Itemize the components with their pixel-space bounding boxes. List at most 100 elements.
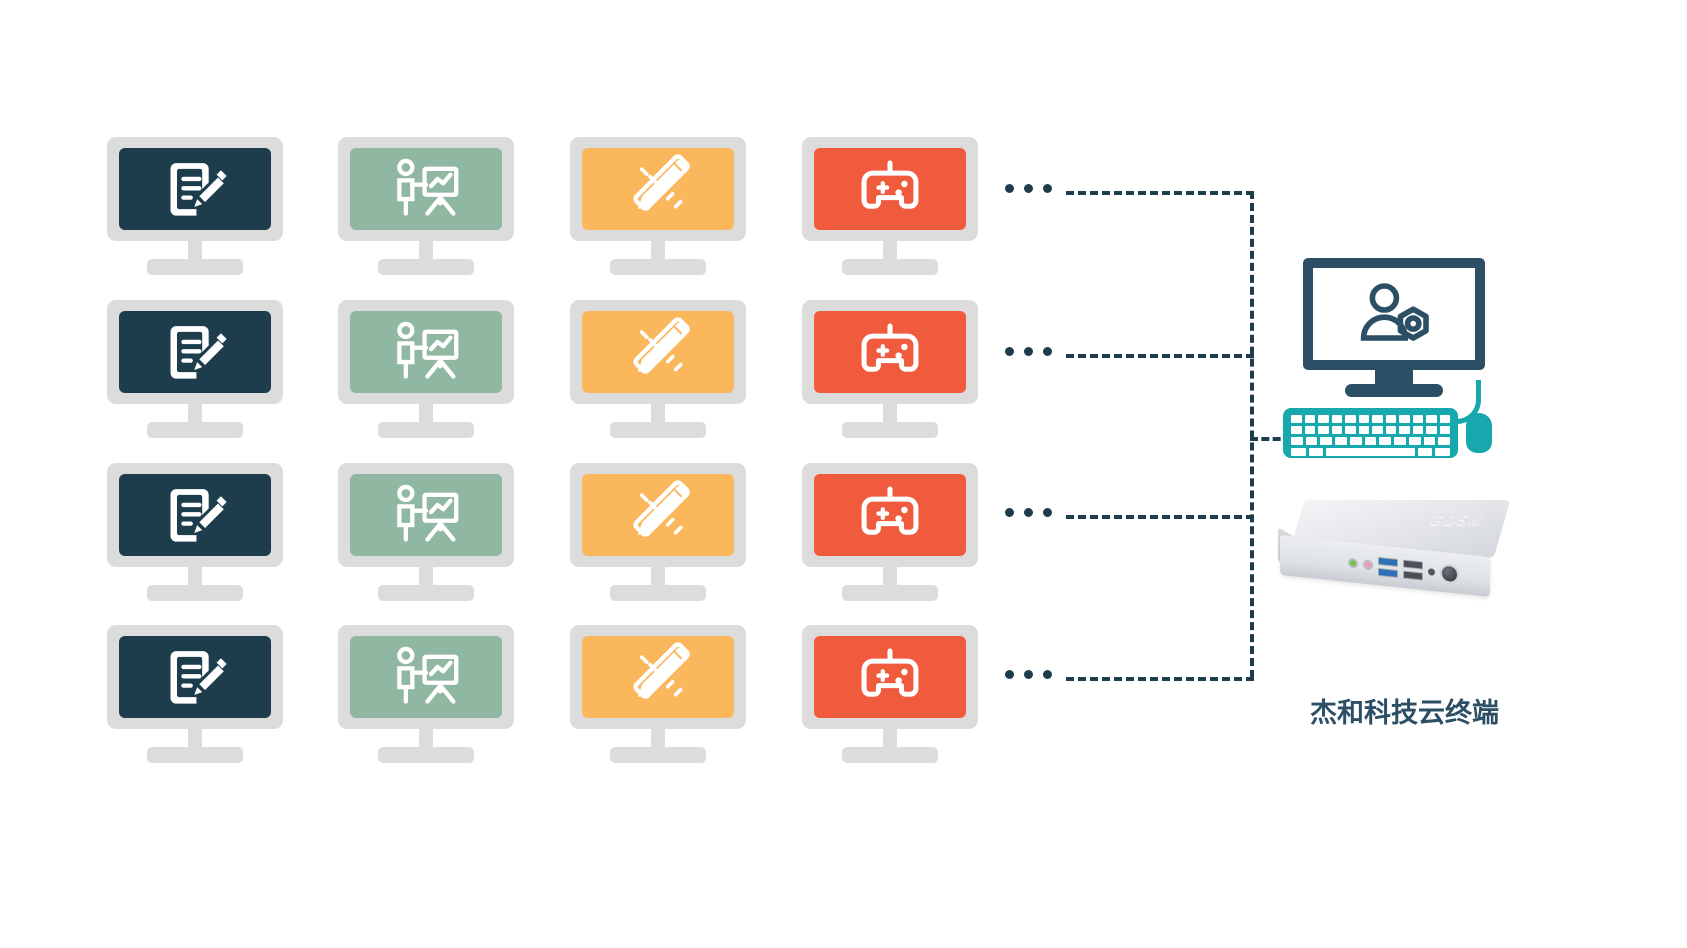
microphone-jack-icon[interactable] [1363,559,1373,571]
ellipsis-dot [1024,508,1033,517]
connector-branch-1 [1066,191,1254,195]
connector-branch-3 [1066,515,1254,519]
workstation-documents-r2[interactable] [107,300,283,438]
row-ellipsis-1 [1005,184,1052,193]
workstation-gaming-r1[interactable] [802,137,978,275]
workstation-training-r2[interactable] [338,300,514,438]
ellipsis-dot [1043,508,1052,517]
document-edit-icon [159,153,231,225]
presentation-icon [390,316,462,388]
monitor-base [842,422,938,438]
power-button[interactable] [1440,562,1459,584]
monitor-base [610,585,706,601]
workstation-design-r4[interactable] [570,625,746,763]
presentation-icon [390,153,462,225]
monitor-screen [582,636,734,718]
keyboard-row [1291,426,1450,434]
monitor-neck [419,404,433,425]
monitor-neck [883,567,897,588]
usb2-port-icon[interactable] [1403,559,1423,570]
monitor-screen [814,311,966,393]
monitor-neck [883,729,897,750]
monitor-base [147,422,243,438]
usb3-port-icon[interactable] [1378,567,1398,578]
monitor-base [842,259,938,275]
monitor-base [842,747,938,763]
monitor-neck [651,567,665,588]
workstation-training-r3[interactable] [338,463,514,601]
monitor-screen [582,311,734,393]
monitor-base [378,747,474,763]
terminal-monitor-neck [1375,370,1413,386]
ruler-pencil-icon [622,641,694,713]
monitor-screen [350,148,502,230]
connector-branch-2 [1066,354,1254,358]
monitor-base [378,259,474,275]
cloud-terminal-station[interactable] [1283,258,1498,463]
ellipsis-dot [1024,347,1033,356]
monitor-neck [651,404,665,425]
terminal-mouse[interactable] [1466,413,1492,453]
presentation-icon [390,641,462,713]
workstation-gaming-r2[interactable] [802,300,978,438]
terminal-keyboard[interactable] [1283,408,1458,458]
monitor-screen [582,148,734,230]
monitor-neck [188,729,202,750]
usb2-port-icon[interactable] [1403,570,1423,581]
monitor-base [610,747,706,763]
monitor-base [378,422,474,438]
reset-pinhole-icon[interactable] [1428,567,1435,576]
workstation-documents-r3[interactable] [107,463,283,601]
monitor-screen [350,311,502,393]
terminal-monitor-base [1345,384,1443,397]
monitor-neck [883,241,897,262]
workstation-design-r2[interactable] [570,300,746,438]
document-edit-icon [159,641,231,713]
workstation-training-r4[interactable] [338,625,514,763]
monitor-screen [119,148,271,230]
monitor-screen [814,148,966,230]
monitor-neck [419,567,433,588]
monitor-neck [419,729,433,750]
workstation-design-r3[interactable] [570,463,746,601]
keyboard-row [1291,437,1451,445]
keyboard-row [1291,415,1450,423]
monitor-screen [814,636,966,718]
workstation-documents-r4[interactable] [107,625,283,763]
ruler-pencil-icon [622,316,694,388]
monitor-screen [119,636,271,718]
usb3-port-icon[interactable] [1378,556,1398,567]
workstation-documents-r1[interactable] [107,137,283,275]
ellipsis-dot [1005,508,1014,517]
ellipsis-dot [1043,184,1052,193]
monitor-neck [651,729,665,750]
monitor-screen [582,474,734,556]
audio-out-jack-icon[interactable] [1348,557,1358,569]
usb3-port-group[interactable] [1378,556,1398,578]
row-ellipsis-3 [1005,508,1052,517]
monitor-base [610,259,706,275]
workstation-training-r1[interactable] [338,137,514,275]
monitor-base [147,747,243,763]
monitor-neck [188,241,202,262]
presentation-icon [390,479,462,551]
workstation-design-r1[interactable] [570,137,746,275]
workstation-gaming-r3[interactable] [802,463,978,601]
ellipsis-dot [1043,347,1052,356]
monitor-screen [350,636,502,718]
monitor-neck [419,241,433,262]
monitor-screen [119,474,271,556]
monitor-screen [814,474,966,556]
monitor-screen [119,311,271,393]
mini-pc-device[interactable]: GDSM [1278,500,1511,598]
gamepad-icon [854,316,926,388]
workstation-gaming-r4[interactable] [802,625,978,763]
monitor-neck [651,241,665,262]
ellipsis-dot [1024,184,1033,193]
monitor-base [378,585,474,601]
monitor-base [147,585,243,601]
ruler-pencil-icon [622,479,694,551]
gamepad-icon [854,641,926,713]
usb2-port-group[interactable] [1403,559,1423,581]
